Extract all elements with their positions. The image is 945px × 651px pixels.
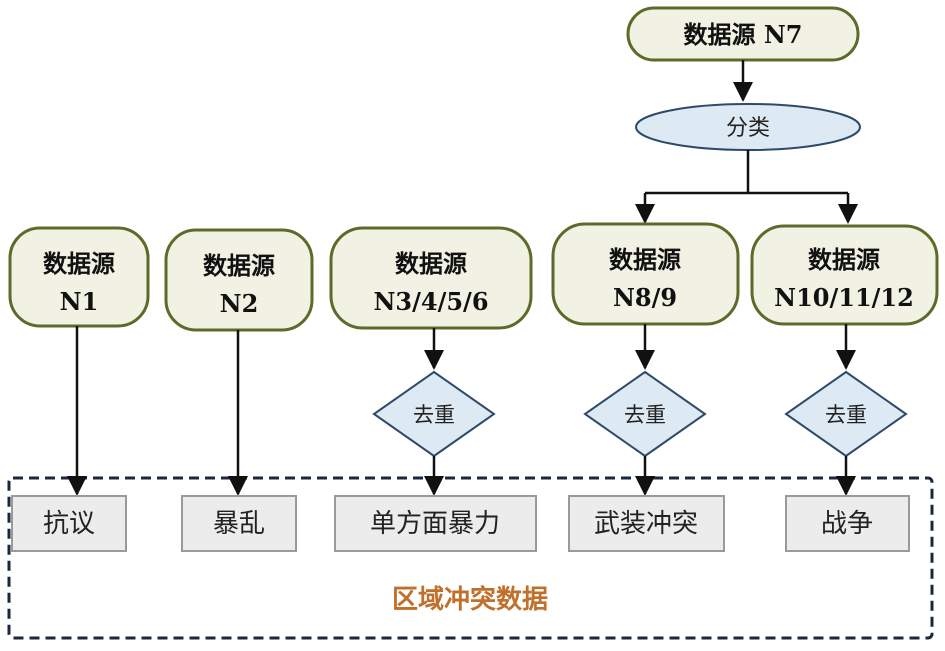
output-war: 战争 xyxy=(785,495,910,552)
region-border xyxy=(7,476,934,640)
source-n1-line2: N1 xyxy=(60,287,99,316)
output-riot: 暴乱 xyxy=(181,495,297,552)
source-n8-line1: 数据源 xyxy=(609,245,681,274)
source-n1-line1: 数据源 xyxy=(43,249,115,278)
source-n3: 数据源 N3/4/5/6 xyxy=(329,226,533,330)
source-n10-line1: 数据源 xyxy=(808,245,880,274)
dedup-label-1: 去重 xyxy=(413,403,455,427)
source-n7: 数据源 N7 xyxy=(626,6,860,62)
classify-label: 分类 xyxy=(726,116,770,141)
output-riot-label: 暴乱 xyxy=(213,509,265,539)
output-war-label: 战争 xyxy=(821,509,873,539)
source-n2: 数据源 N2 xyxy=(164,228,314,332)
output-protest: 抗议 xyxy=(11,495,127,552)
region-label: 区域冲突数据 xyxy=(392,584,548,615)
dedup-node-2: 去重 xyxy=(583,370,707,458)
source-n10: 数据源 N10/11/12 xyxy=(750,224,939,326)
source-n7-label: 数据源 N7 xyxy=(684,20,803,49)
source-n10-line2: N10/11/12 xyxy=(774,283,914,312)
source-n2-line1: 数据源 xyxy=(203,251,275,280)
source-n3-line1: 数据源 xyxy=(395,249,467,278)
output-armed: 武装冲突 xyxy=(568,495,725,552)
source-n2-line2: N2 xyxy=(220,289,259,318)
output-one-sided: 单方面暴力 xyxy=(334,495,537,552)
classify-node: 分类 xyxy=(635,103,861,151)
dedup-label-2: 去重 xyxy=(624,403,666,427)
source-n3-line2: N3/4/5/6 xyxy=(373,287,488,316)
source-n8: 数据源 N8/9 xyxy=(551,222,740,326)
source-n1: 数据源 N1 xyxy=(8,226,150,328)
output-one-sided-label: 单方面暴力 xyxy=(370,509,500,539)
source-n8-line2: N8/9 xyxy=(613,283,677,312)
output-protest-label: 抗议 xyxy=(43,509,95,539)
dedup-node-3: 去重 xyxy=(784,370,908,458)
dedup-label-3: 去重 xyxy=(825,403,867,427)
dedup-node-1: 去重 xyxy=(372,370,496,458)
output-armed-label: 武装冲突 xyxy=(594,509,698,539)
